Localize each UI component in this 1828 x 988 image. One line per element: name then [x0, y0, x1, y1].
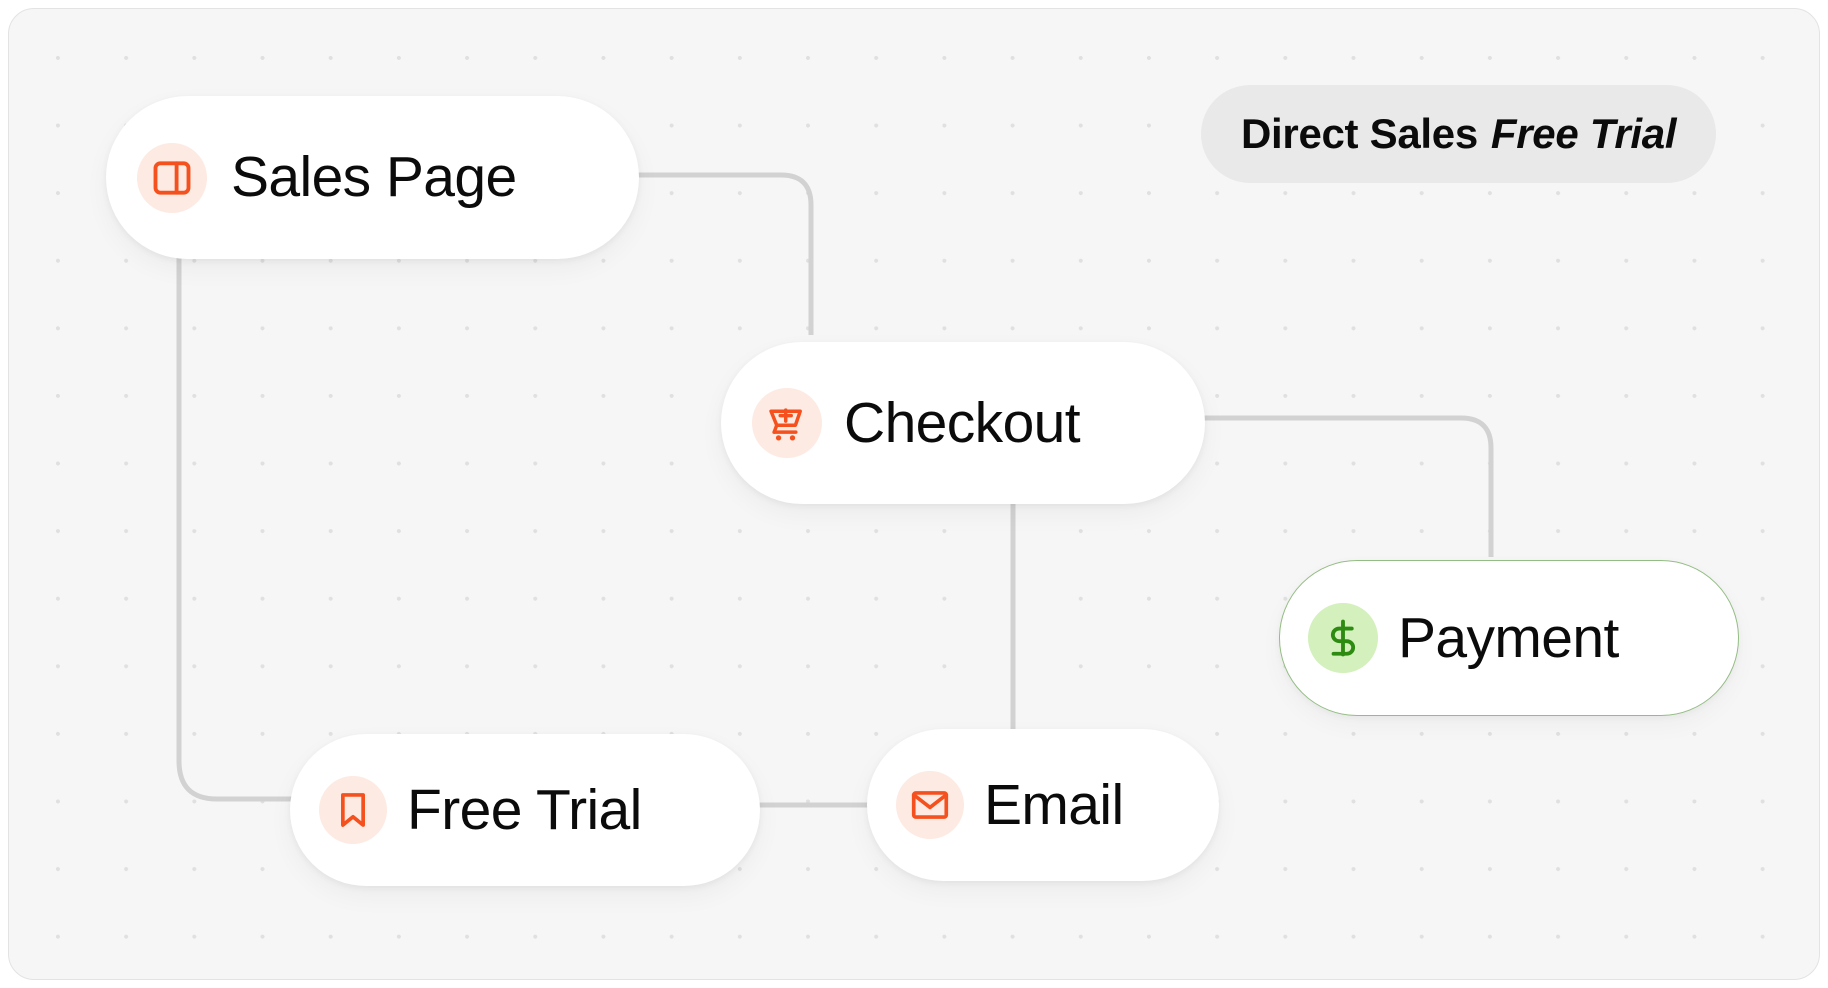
status-badge: Direct Sales Free Trial [1201, 85, 1717, 183]
edge-sales-page-to-free-trial [176, 241, 297, 802]
edge-checkout-to-payment [1197, 415, 1494, 557]
badge-secondary-label: Free Trial [1490, 110, 1677, 157]
node-label-sales-page: Sales Page [231, 145, 517, 209]
cart-plus-icon [752, 388, 822, 458]
node-sales-page[interactable]: Sales Page [106, 96, 639, 259]
edge-sales-page-to-checkout [631, 172, 814, 335]
node-payment[interactable]: Payment [1279, 560, 1739, 716]
badge-primary-label: Direct Sales [1241, 110, 1478, 157]
envelope-icon [896, 771, 964, 839]
node-free-trial[interactable]: Free Trial [290, 734, 760, 886]
node-email[interactable]: Email [867, 729, 1219, 881]
node-checkout[interactable]: Checkout [721, 342, 1205, 504]
bookmark-icon [319, 776, 387, 844]
flow-canvas[interactable]: Sales Page Checkout [8, 8, 1820, 980]
node-label-email: Email [984, 772, 1124, 837]
node-label-payment: Payment [1398, 605, 1619, 670]
node-label-free-trial: Free Trial [407, 777, 642, 842]
layout-panel-icon [137, 142, 207, 213]
node-label-checkout: Checkout [844, 390, 1081, 455]
dollar-sign-icon [1308, 603, 1378, 673]
